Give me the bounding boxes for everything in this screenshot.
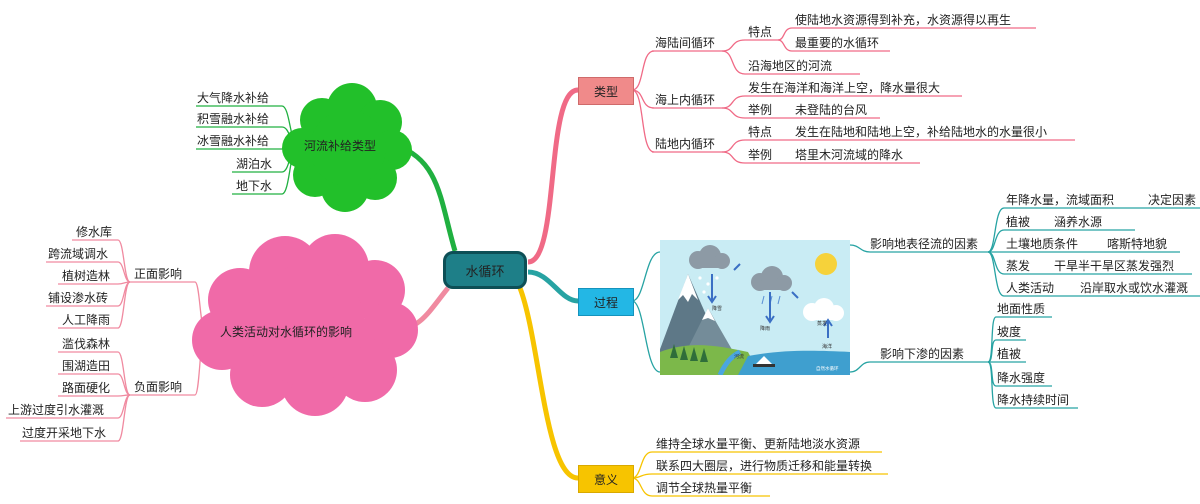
types-node[interactable]: 类型 [578,77,634,105]
infiltration-factor-5: 降水持续时间 [997,393,1070,407]
scene-caption: 自然水循环 [816,365,839,372]
supply-item-4: 湖泊水 [236,157,273,171]
infiltration-factors-node[interactable]: 影响下渗的因素 [880,347,965,361]
supply-types-node[interactable]: 河流补给类型 [304,139,377,153]
supply-item-2: 积雪融水补给 [197,112,270,126]
branch-process-line [527,269,579,304]
runoff-factor-4: 蒸发 [1006,259,1031,273]
meaning-item-1: 维持全球水量平衡、更新陆地淡水资源 [656,437,861,451]
negative-item-5: 过度开采地下水 [22,426,107,440]
scene-label-snow: 降雪 [712,305,722,312]
runoff-factor-5-detail: 沿岸取水或饮水灌溉 [1080,281,1189,295]
inland-example-label: 举例 [748,148,773,162]
inland-feature: 发生在陆地和陆地上空，补给陆地水的水量很小 [795,125,1048,139]
scene-label-river: 河流 [734,353,744,360]
human-cloud-shape [192,234,418,416]
positive-item-5: 人工降雨 [62,313,111,327]
meaning-connectors [631,451,888,497]
ocean-example: 未登陆的台风 [795,103,868,117]
negative-item-2: 围湖造田 [62,359,111,373]
meaning-node[interactable]: 意义 [578,465,634,493]
negative-impact-node[interactable]: 负面影响 [134,380,183,394]
branch-types-line [527,87,579,265]
process-node[interactable]: 过程 [578,288,634,316]
positive-item-2: 跨流域调水 [48,247,109,261]
positive-item-4: 铺设渗水砖 [48,291,109,305]
infiltration-factor-2: 坡度 [997,325,1022,339]
ocean-example-label: 举例 [748,103,773,117]
root-node[interactable]: 水循环 [443,251,527,289]
runoff-factor-3: 土壤地质条件 [1006,237,1079,251]
types-connectors [631,27,1075,164]
sea-land-example: 沿海地区的河流 [748,59,833,73]
positive-impact-node[interactable]: 正面影响 [134,267,183,281]
negative-item-1: 滥伐森林 [62,337,111,351]
supply-item-1: 大气降水补给 [197,91,270,105]
sea-land-cycle-node[interactable]: 海陆间循环 [655,36,716,50]
inland-example: 塔里木河流域的降水 [795,148,904,162]
scene-label-ocean: 海洋 [822,343,832,350]
process-connectors [631,207,1200,409]
infiltration-factor-1: 地面性质 [997,302,1046,316]
runoff-factor-1-detail: 决定因素 [1148,193,1197,207]
runoff-factor-5: 人类活动 [1006,281,1055,295]
scene-label-evaporation: 蒸发 [817,320,827,327]
meaning-item-3: 调节全球热量平衡 [656,481,753,495]
sea-land-feature-1: 使陆地水资源得到补充，水资源得以再生 [795,13,1012,27]
ocean-feature: 发生在海洋和海洋上空，降水量很大 [748,81,941,95]
infiltration-factor-4: 降水强度 [997,371,1046,385]
runoff-factor-1: 年降水量，流域面积 [1006,193,1115,207]
supply-cloud-shape [282,83,412,212]
positive-item-3: 植树造林 [62,269,111,283]
runoff-factors-node[interactable]: 影响地表径流的因素 [870,237,979,251]
runoff-factor-4-detail: 干旱半干旱区蒸发强烈 [1054,259,1175,273]
supply-item-5: 地下水 [236,179,273,193]
negative-item-4: 上游过度引水灌溉 [8,403,105,417]
branch-meaning-line [517,287,579,481]
negative-item-3: 路面硬化 [62,381,111,395]
runoff-factor-2: 植被 [1006,215,1031,229]
human-impact-node[interactable]: 人类活动对水循环的影响 [220,325,353,339]
water-cycle-illustration: 降雪 降雨 蒸发 海洋 河流 自然水循环 [660,240,850,375]
inland-feature-label: 特点 [748,125,773,139]
supply-item-3: 冰雪融水补给 [197,134,270,148]
positive-item-1: 修水库 [76,225,113,239]
inland-cycle-node[interactable]: 陆地内循环 [655,137,716,151]
runoff-factor-3-detail: 喀斯特地貌 [1107,237,1168,251]
infiltration-factor-3: 植被 [997,347,1022,361]
meaning-item-2: 联系四大圈层，进行物质迁移和能量转换 [656,459,873,473]
ocean-cycle-node[interactable]: 海上内循环 [655,93,716,107]
scene-label-rain: 降雨 [760,325,770,332]
runoff-factor-2-detail: 涵养水源 [1054,215,1103,229]
sea-land-feature-2: 最重要的水循环 [795,36,880,50]
sea-land-feature-label: 特点 [748,25,773,39]
